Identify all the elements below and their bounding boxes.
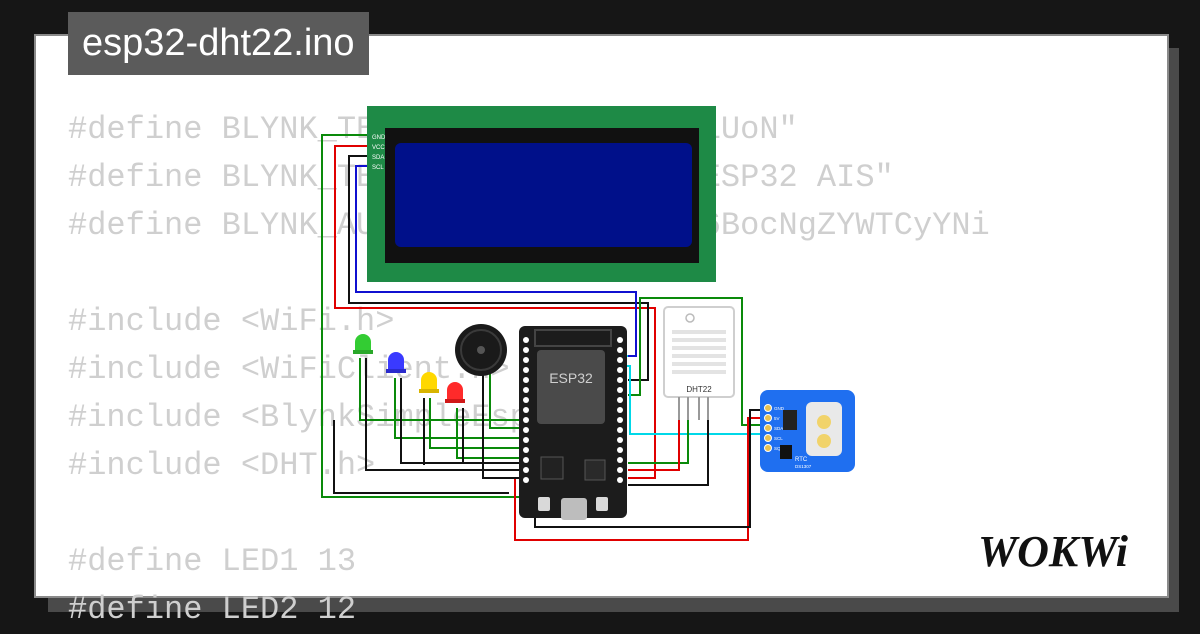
wire-gnd-rtc [628, 297, 762, 426]
svg-text:SDA: SDA [774, 426, 783, 431]
wire-dht-data [628, 420, 689, 464]
svg-text:5V: 5V [774, 416, 780, 421]
wire-led-green [359, 358, 527, 421]
rtc-chip [783, 410, 797, 430]
lcd-pin-sda: SDA [372, 155, 384, 161]
led-green[interactable] [353, 334, 373, 354]
leds [353, 334, 465, 403]
buzzer-hole [477, 346, 485, 354]
esp32-pins-right [617, 337, 623, 483]
wire-buzzer-gnd [482, 372, 527, 479]
led-yellow[interactable] [419, 372, 439, 393]
led-red[interactable] [445, 382, 465, 403]
dht22-mount-hole [685, 313, 695, 323]
wire-dht-vcc [628, 420, 680, 471]
lcd-pin-labels: GND VCC SDA SCL [372, 135, 386, 171]
rtc-chip-label: DS1307 [795, 464, 812, 469]
svg-text:SQW: SQW [774, 446, 786, 451]
svg-text:GND: GND [774, 406, 785, 411]
buzzer[interactable] [455, 324, 507, 376]
esp32-regulator [540, 456, 564, 480]
wire-sda-lcd [348, 155, 649, 381]
esp32-usb-chip [584, 459, 606, 481]
rtc-crystal [780, 445, 792, 459]
wire-led-red [456, 408, 527, 459]
rtc-pin-pads [764, 404, 772, 452]
lcd-screen [395, 143, 692, 247]
wire-led-gnd-1 [365, 358, 527, 471]
esp32-button-en[interactable] [538, 497, 550, 511]
code-line: #define LED1 13 [68, 543, 357, 580]
lcd-display[interactable]: GND VCC SDA SCL [367, 106, 716, 282]
rtc-module[interactable]: GND 5V SDA SCL SQW RTC DS1307 [760, 390, 855, 472]
wire-scl-lcd [355, 165, 637, 357]
esp32-module [537, 350, 605, 424]
code-line: #include <WiFi.h> [68, 303, 395, 340]
dht22-pins [678, 397, 709, 420]
wire-gnd-bus [333, 420, 509, 494]
wire-led-gnd-2 [400, 378, 527, 464]
esp32-usb-port [561, 498, 587, 520]
wokwi-logo-text: WOKWi [978, 527, 1129, 576]
code-line: #define LED2 12 [68, 591, 357, 628]
wire-dht-gnd [628, 420, 709, 486]
dht22-grille [672, 330, 726, 374]
buzzer-ring [460, 329, 502, 371]
wire-vcc-lcd [334, 145, 656, 479]
page-title: esp32-dht22.ino [68, 12, 369, 75]
esp32-board[interactable]: ESP32 [519, 326, 627, 520]
led-blue[interactable] [386, 352, 406, 373]
wire-buzzer-sig [489, 372, 527, 429]
wire-led-yellow [429, 398, 527, 449]
code-line: #include <DHT.h> [68, 447, 376, 484]
dht22-label: DHT22 [686, 385, 712, 394]
esp32-label: ESP32 [549, 370, 593, 386]
rtc-battery-contact-bottom [817, 434, 831, 448]
dht22-sensor[interactable]: DHT22 [663, 306, 735, 420]
wire-gnd-lcd [321, 134, 527, 498]
wokwi-logo: WOKWi [978, 527, 1129, 576]
esp32-button-boot[interactable] [596, 497, 608, 511]
svg-text:SCL: SCL [774, 436, 783, 441]
rtc-label: RTC [795, 457, 808, 463]
lcd-pin-vcc: VCC [372, 145, 385, 151]
lcd-pin-gnd: GND [372, 135, 386, 141]
dht22-body [663, 306, 735, 398]
rtc-battery-contact-top [817, 415, 831, 429]
rtc-pin-labels: GND 5V SDA SCL SQW [774, 406, 786, 451]
esp32-antenna [534, 329, 612, 347]
esp32-pins-left [523, 337, 529, 483]
lcd-pin-scl: SCL [372, 165, 384, 171]
